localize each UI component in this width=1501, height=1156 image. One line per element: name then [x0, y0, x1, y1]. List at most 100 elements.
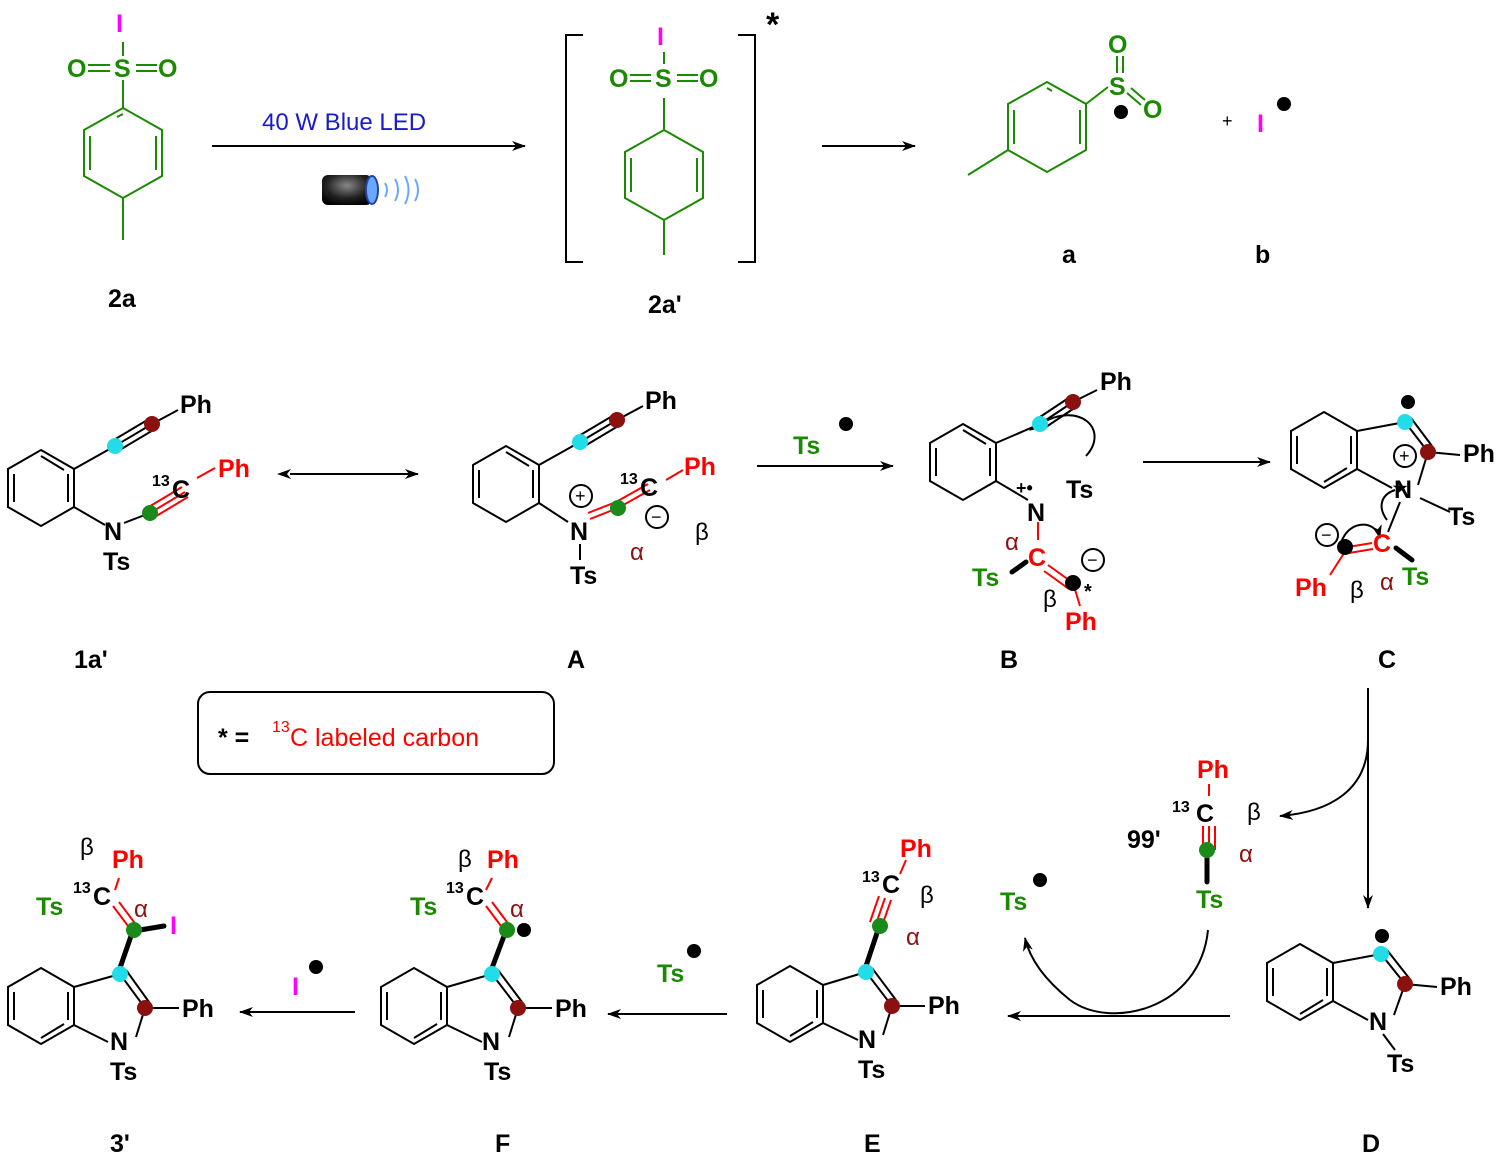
dark-carbon-dot — [1397, 976, 1413, 992]
carbon-label: C — [882, 871, 900, 899]
tosyl-label: Ts — [1448, 503, 1475, 531]
legend-star: * = — [218, 724, 249, 752]
intermediate-A: Ph Ph 13 C + − N Ts α β A — [472, 387, 716, 674]
tosyl-radical: Ts — [1000, 888, 1027, 916]
black-carbon-dot — [1337, 539, 1353, 555]
alpha-label: α — [1239, 841, 1253, 868]
plus-sign: + — [1222, 111, 1233, 131]
phenyl-label: Ph — [180, 391, 212, 419]
isotope-13: 13 — [73, 880, 91, 897]
plus-charge-circle — [569, 484, 593, 508]
nitrogen-label: N — [1027, 499, 1045, 527]
tosyl-radical: Ts — [793, 432, 820, 460]
minus-charge: − — [651, 507, 662, 527]
carbon-label: C — [640, 474, 658, 502]
intermediate-E: Ph 13 C β α Ph N Ts E — [756, 835, 960, 1156]
carbon-label-red: C — [1028, 544, 1046, 572]
isotope-13: 13 — [862, 869, 880, 886]
dark-carbon-dot — [1065, 394, 1081, 410]
compound-label-1a: 1a' — [74, 646, 108, 674]
intermediate-label-E: E — [864, 1130, 881, 1156]
dark-carbon-dot — [510, 1000, 526, 1016]
phenyl-label: Ph — [555, 995, 587, 1023]
minus-charge-circle — [1081, 548, 1105, 572]
radical-cation: +• — [1016, 478, 1033, 498]
radical-dot — [1375, 929, 1389, 943]
green-carbon-dot — [610, 500, 626, 516]
product-label: 3' — [110, 1130, 130, 1156]
isotope-13: 13 — [446, 880, 464, 897]
iodine-radical-b: + I b — [1222, 97, 1291, 269]
green-carbon-dot — [499, 922, 515, 938]
iodine-label: I — [657, 23, 664, 51]
radical-dot — [1033, 873, 1047, 887]
legend-box: * = 13 C labeled carbon — [197, 691, 555, 775]
phenyl-label-red: Ph — [1065, 608, 1097, 636]
cyan-carbon-dot — [1397, 414, 1413, 430]
tosyl-label-green: Ts — [1402, 563, 1429, 591]
tosyl-label: Ts — [484, 1058, 511, 1086]
tosyl-label: Ts — [858, 1056, 885, 1084]
tosyl-label: Ts — [110, 1058, 137, 1086]
electron-push-arrow-2 — [1380, 485, 1408, 521]
tosyl-label: Ts — [103, 548, 130, 576]
intermediate-F: β Ph Ts 13 C α Ph N Ts F — [380, 846, 587, 1156]
alpha-label: α — [630, 539, 644, 566]
nitrogen-label: N — [104, 518, 122, 546]
iodine-label: I — [116, 10, 123, 38]
radical-dot — [517, 923, 531, 937]
beta-label: β — [695, 519, 709, 546]
led-icon — [322, 175, 419, 205]
isotope-13: 13 — [1172, 799, 1190, 816]
green-carbon-dot — [872, 918, 888, 934]
radical-dot — [687, 944, 701, 958]
alpha-label: α — [1380, 569, 1394, 596]
compound-label-2a: 2a — [108, 285, 137, 313]
cyan-carbon-dot — [858, 964, 874, 980]
isotope-13: 13 — [152, 473, 170, 490]
isotope-13: 13 — [620, 471, 638, 488]
phenyl-label-red: Ph — [1295, 574, 1327, 602]
arrow-F-to-product: I — [239, 960, 355, 1017]
minus-charge-circle — [1315, 523, 1339, 547]
beta-label: β — [80, 834, 94, 861]
tosyl-label: Ts — [1387, 1050, 1414, 1078]
arrow-release-99 — [1279, 739, 1369, 820]
sulfur-label: S — [1109, 73, 1126, 101]
compound-1a-prime: Ph Ph 13 C N Ts 1a' — [7, 391, 250, 674]
oxygen-label-left: O — [609, 65, 628, 93]
minus-charge: − — [1087, 550, 1098, 570]
oxygen-label-top: O — [1108, 31, 1127, 59]
alpha-label: α — [134, 896, 148, 923]
intermediate-label-F: F — [495, 1130, 510, 1156]
intermediate-D: Ph N Ts D — [1266, 929, 1472, 1156]
iodine-label: I — [170, 912, 177, 940]
iodine-label: I — [1257, 110, 1264, 138]
phenyl-label: Ph — [645, 387, 677, 415]
black-carbon-dot — [1065, 575, 1081, 591]
minus-charge: − — [1321, 525, 1332, 545]
tosyl-label-green: Ts — [972, 564, 999, 592]
compound-label-b: b — [1255, 241, 1270, 269]
beta-label: β — [1350, 577, 1364, 604]
green-carbon-dot — [1199, 842, 1215, 858]
nitrogen-label: N — [482, 1028, 500, 1056]
beta-label: β — [1043, 586, 1057, 613]
intermediate-label-A: A — [567, 646, 585, 674]
sulfur-label: S — [655, 65, 672, 93]
cyan-carbon-dot — [112, 966, 128, 982]
cyan-carbon-dot — [484, 966, 500, 982]
arrow-A-to-B: Ts — [757, 417, 894, 471]
oxygen-label-left: O — [67, 55, 86, 83]
alpha-label: α — [906, 924, 920, 951]
arrow-D-to-E: Ts — [1000, 873, 1230, 1021]
iodine-radical: I — [292, 973, 299, 1001]
tosyl-label-green: Ts — [36, 893, 63, 921]
radical-dot — [309, 960, 323, 974]
carbon-label: C — [93, 883, 111, 911]
dark-carbon-dot — [884, 998, 900, 1014]
beta-label: β — [458, 846, 472, 873]
radical-dot — [1114, 105, 1128, 119]
phenyl-label-red: Ph — [112, 846, 144, 874]
